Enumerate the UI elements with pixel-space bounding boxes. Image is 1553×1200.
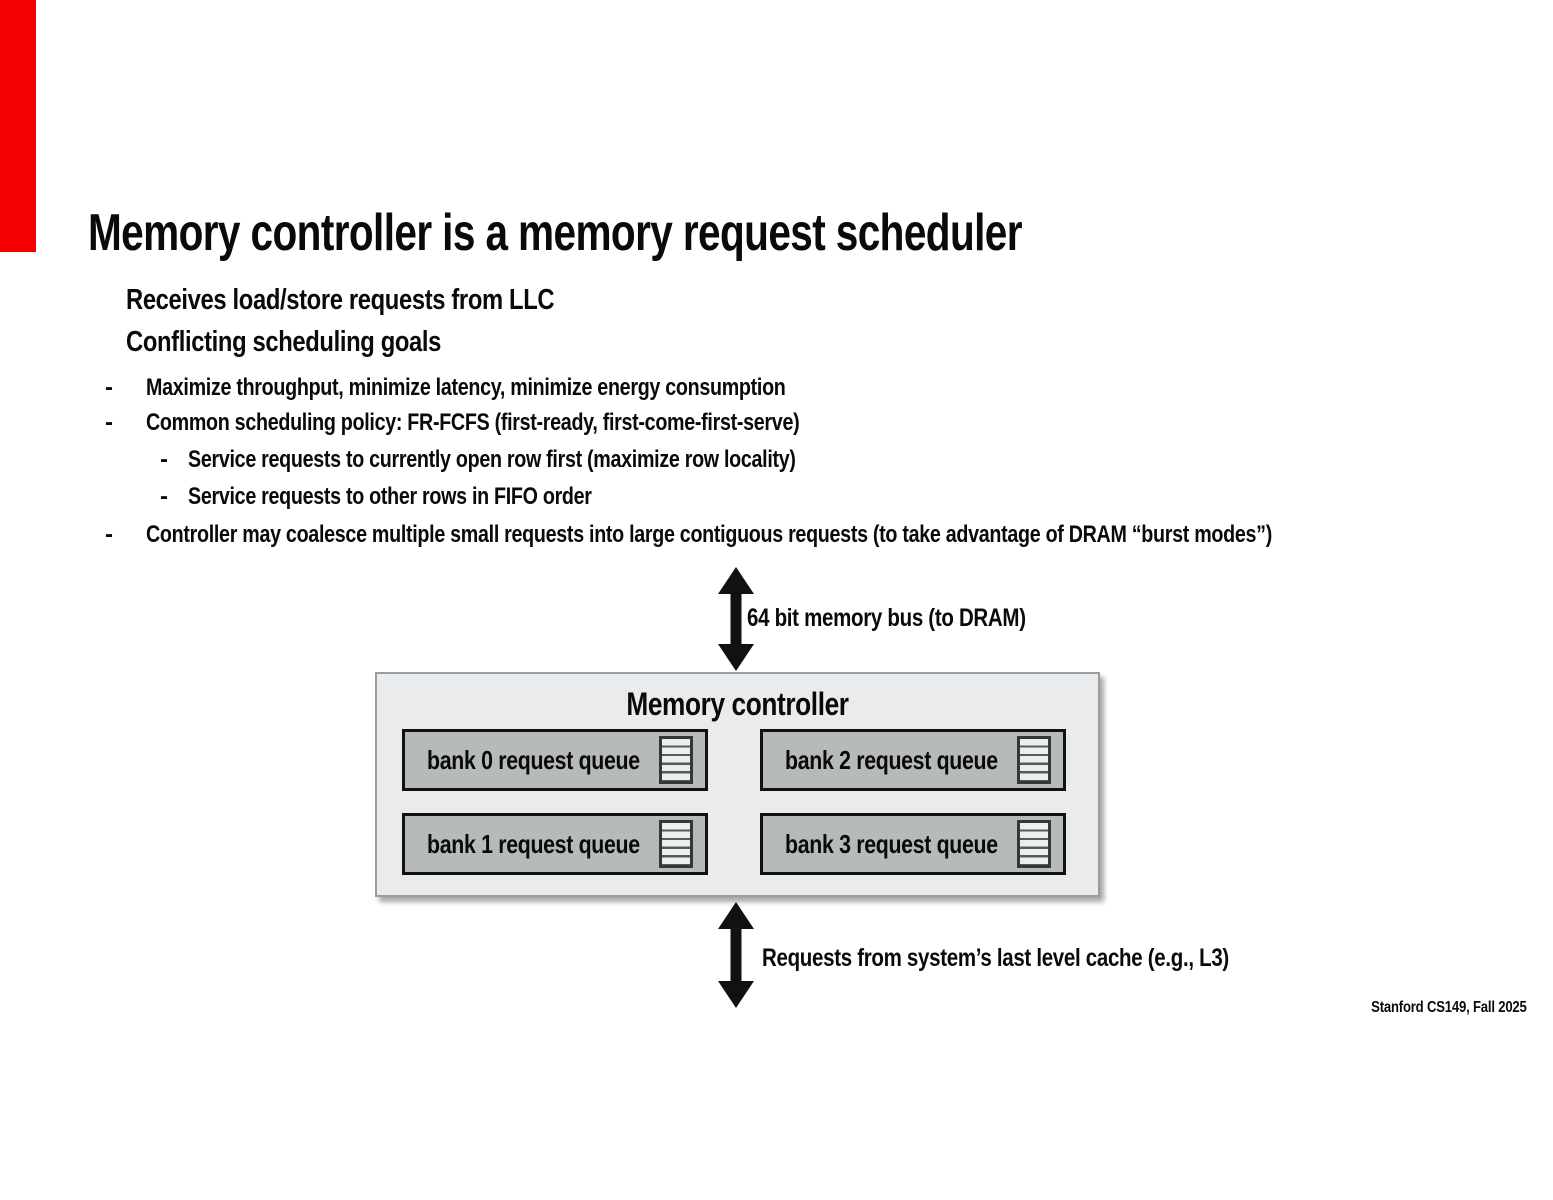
memory-bus-arrow [718, 567, 754, 671]
bullet-conflicting-goals: Conflicting scheduling goals [126, 326, 510, 359]
bullet-text: Conflicting scheduling goals [126, 326, 442, 358]
bullet-text: Common scheduling policy: FR-FCFS (first… [146, 409, 800, 436]
memory-controller-title: Memory controller [377, 686, 1098, 723]
dash-marker: - [105, 374, 113, 401]
bullet-receives-requests: Receives load/store requests from LLC [126, 284, 648, 317]
bullet-text: Service requests to other rows in FIFO o… [188, 483, 592, 510]
dash-marker: - [105, 409, 113, 436]
bullet-text: Maximize throughput, minimize latency, m… [146, 374, 786, 401]
bank-queue-label: bank 3 request queue [785, 828, 998, 859]
bank-queue-label: bank 2 request queue [785, 744, 998, 775]
slide-title-text: Memory controller is a memory request sc… [88, 204, 1023, 262]
slide-footer-text: Stanford CS149, Fall 2025 [1371, 999, 1527, 1016]
bullet-maximize-throughput: - Maximize throughput, minimize latency,… [105, 374, 926, 402]
red-accent-bar [0, 0, 36, 252]
bank-queue-label: bank 1 request queue [427, 828, 640, 859]
dash-marker: - [160, 446, 168, 473]
llc-requests-label-text: Requests from system’s last level cache … [762, 944, 1229, 972]
memory-controller-title-text: Memory controller [626, 686, 849, 722]
bullet-scheduling-policy: - Common scheduling policy: FR-FCFS (fir… [105, 409, 943, 437]
memory-controller-box: Memory controller bank 0 request queue b… [375, 672, 1100, 897]
bank-3-request-queue-box: bank 3 request queue [760, 813, 1066, 875]
llc-requests-label: Requests from system’s last level cache … [762, 944, 1331, 973]
bank-2-request-queue-box: bank 2 request queue [760, 729, 1066, 791]
bullet-text: Service requests to currently open row f… [188, 446, 796, 473]
queue-rows-icon [1017, 736, 1051, 784]
bullet-text: Controller may coalesce multiple small r… [146, 521, 1272, 548]
bank-1-request-queue-box: bank 1 request queue [402, 813, 708, 875]
bullet-text: Receives load/store requests from LLC [126, 284, 555, 316]
memory-bus-label: 64 bit memory bus (to DRAM) [747, 604, 1087, 633]
bullet-open-row-first: - Service requests to currently open row… [160, 446, 929, 474]
queue-rows-icon [1017, 820, 1051, 868]
arrowhead-down-icon [718, 981, 754, 1008]
dash-marker: - [160, 483, 168, 510]
llc-requests-arrow [718, 902, 754, 1008]
arrow-shaft [730, 924, 742, 986]
dash-marker: - [105, 521, 113, 548]
bullet-fifo-order: - Service requests to other rows in FIFO… [160, 483, 680, 511]
arrow-shaft [730, 589, 742, 649]
slide-footer: Stanford CS149, Fall 2025 [1337, 999, 1527, 1017]
bullet-coalesce-requests: - Controller may coalesce multiple small… [105, 521, 1519, 549]
slide-title: Memory controller is a memory request sc… [88, 204, 1285, 262]
arrowhead-down-icon [718, 644, 754, 671]
queue-rows-icon [659, 820, 693, 868]
queue-rows-icon [659, 736, 693, 784]
bank-queue-label: bank 0 request queue [427, 744, 640, 775]
memory-bus-label-text: 64 bit memory bus (to DRAM) [747, 604, 1026, 632]
bank-0-request-queue-box: bank 0 request queue [402, 729, 708, 791]
